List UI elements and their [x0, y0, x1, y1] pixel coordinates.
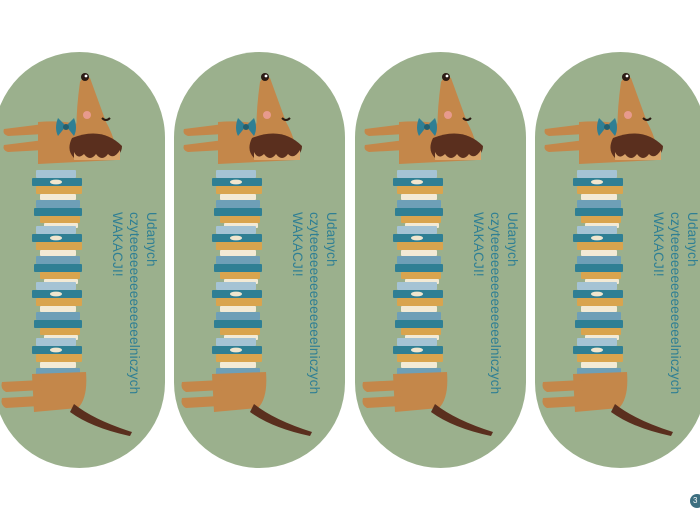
bookmark-caption: Udanych czyteeeeeeeeeeeeeelniczych WAKAC…: [463, 212, 521, 452]
page-number-badge: 3: [690, 494, 700, 508]
caption-line-1: Udanych: [324, 212, 339, 267]
bookmark-2: Udanych czyteeeeeeeeeeeeeelniczych WAKAC…: [174, 52, 345, 468]
bookmark-caption: Udanych czyteeeeeeeeeeeeeelniczych WAKAC…: [282, 212, 340, 452]
caption-line-2: czyteeeeeeeeeeeeeelniczych: [127, 212, 142, 395]
caption-line-1: Udanych: [505, 212, 520, 267]
caption-line-2: czyteeeeeeeeeeeeeelniczych: [307, 212, 322, 395]
bookmark-4: Udanych czyteeeeeeeeeeeeeelniczych WAKAC…: [535, 52, 700, 468]
bookmark-caption: Udanych czyteeeeeeeeeeeeeelniczych WAKAC…: [643, 212, 700, 452]
bookmark-caption: Udanych czyteeeeeeeeeeeeeelniczych WAKAC…: [102, 212, 160, 452]
caption-line-3: WAKACJI!: [651, 212, 666, 277]
caption-line-2: czyteeeeeeeeeeeeeelniczych: [668, 212, 683, 395]
bookmark-3: Udanych czyteeeeeeeeeeeeeelniczych WAKAC…: [355, 52, 526, 468]
caption-line-1: Udanych: [144, 212, 159, 267]
caption-line-3: WAKACJI!: [471, 212, 486, 277]
bookmark-1: Udanych czyteeeeeeeeeeeeeelniczych WAKAC…: [0, 52, 165, 468]
caption-line-3: WAKACJI!: [290, 212, 305, 277]
caption-line-1: Udanych: [685, 212, 700, 267]
caption-line-2: czyteeeeeeeeeeeeeelniczych: [488, 212, 503, 395]
caption-line-3: WAKACJI!: [110, 212, 125, 277]
